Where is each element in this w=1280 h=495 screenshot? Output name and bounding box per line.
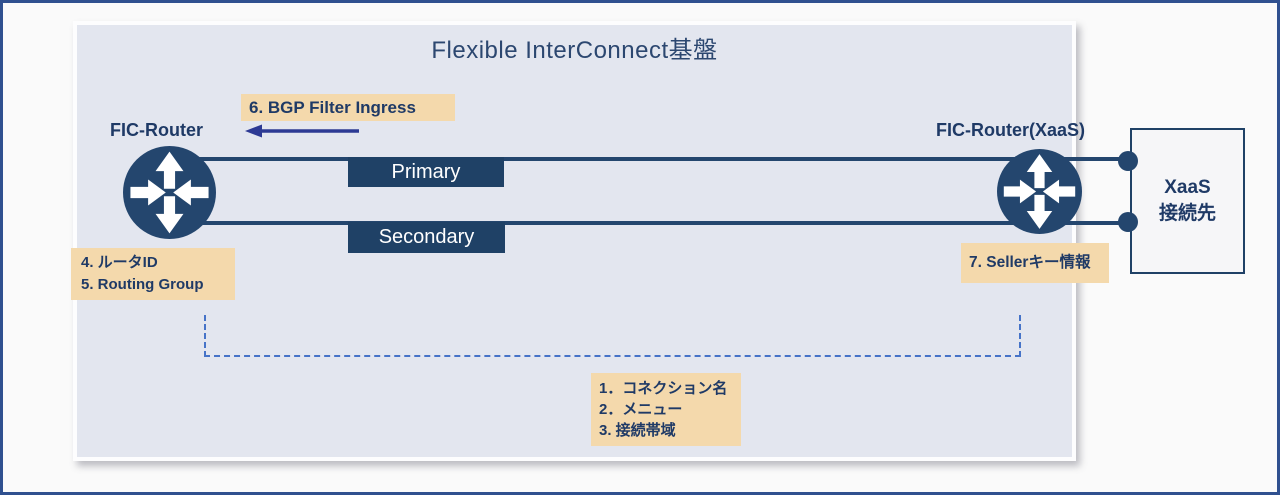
xaas-box-line-2: 接続先 [1158, 203, 1216, 224]
fic-router-right-label: FIC-Router(XaaS) [936, 120, 1086, 140]
fic-router-left-label: FIC-Router [110, 120, 203, 140]
secondary-connection-dot [1118, 212, 1138, 232]
secondary-link-label: Secondary [348, 222, 505, 253]
xaas-box-line-1: XaaS [1164, 177, 1211, 198]
fic-platform-panel [73, 21, 1076, 461]
secondary-line [169, 221, 1128, 225]
router-id-routing-group-note: 4. ルータID 5. Routing Group [71, 248, 235, 300]
diagram-title: Flexible InterConnect基盤 [431, 37, 718, 64]
connection-note-line-1: 1．コネクション名 [599, 380, 728, 397]
primary-line [169, 157, 1128, 161]
fic-router-icon [123, 146, 216, 239]
connection-note-line-2: 2．メニュー [599, 401, 683, 418]
connection-scope-bracket [204, 315, 1021, 357]
fic-router-xaas-icon [997, 149, 1082, 234]
primary-link-label: Primary [348, 157, 504, 187]
connection-settings-note: 1．コネクション名 2．メニュー 3. 接続帯域 [591, 373, 741, 446]
router-note-line-2: 5. Routing Group [81, 276, 204, 293]
bgp-filter-ingress-note: 6. BGP Filter Ingress [241, 94, 455, 121]
primary-connection-dot [1118, 151, 1138, 171]
bgp-direction-arrow-icon [245, 124, 359, 138]
connection-note-line-3: 3. 接続帯域 [599, 422, 676, 439]
xaas-destination-box: XaaS 接続先 [1130, 128, 1245, 274]
seller-key-note: 7. Sellerキー情報 [961, 243, 1109, 283]
router-note-line-1: 4. ルータID [81, 254, 158, 271]
